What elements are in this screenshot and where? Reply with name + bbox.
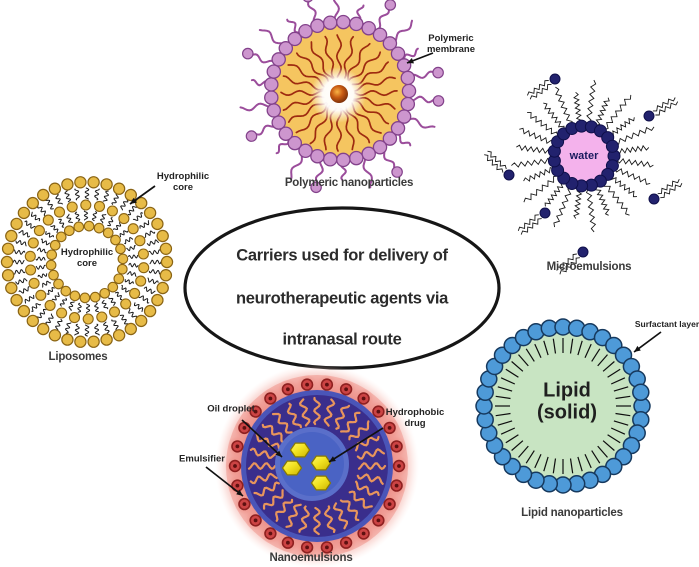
liposome-outer-label: Hydrophilic core	[156, 170, 210, 193]
polymeric-membrane-label: Polymeric membrane	[426, 32, 476, 55]
lipid-nanoparticle-figure	[475, 318, 662, 494]
ellipse-text-line-1: Carriers used for delivery of	[236, 246, 448, 265]
liposome-core-label: Hydrophilic core	[60, 246, 114, 269]
microemulsions-caption: Microemulsions	[546, 261, 632, 273]
lipid-core-text: Lipid (solid)	[537, 379, 597, 424]
lipid-caption: Lipid nanoparticles	[521, 507, 623, 519]
ellipse-text-line-2: neurotherapeutic agents via	[236, 289, 448, 308]
microemulsion-figure	[484, 73, 683, 275]
liposome-figure	[0, 176, 174, 348]
polymeric-nanoparticle-figure	[239, 0, 445, 194]
oil-droplet-label: Oil droplet	[207, 403, 255, 415]
polymeric-caption: Polymeric nanoparticles	[284, 177, 414, 189]
surfactant-layer-label: Surfactant layer	[634, 318, 699, 329]
hydrophobic-drug-label: Hydrophobic drug	[385, 406, 445, 429]
nanoemulsion-figure	[205, 364, 419, 567]
water-label: water	[569, 150, 599, 162]
ellipse-text-line-3: intranasal route	[282, 330, 402, 349]
liposomes-caption: Liposomes	[48, 351, 108, 363]
nanoemulsions-caption: Nanoemulsions	[269, 552, 353, 564]
emulsifier-label: Emulsifier	[179, 453, 225, 465]
